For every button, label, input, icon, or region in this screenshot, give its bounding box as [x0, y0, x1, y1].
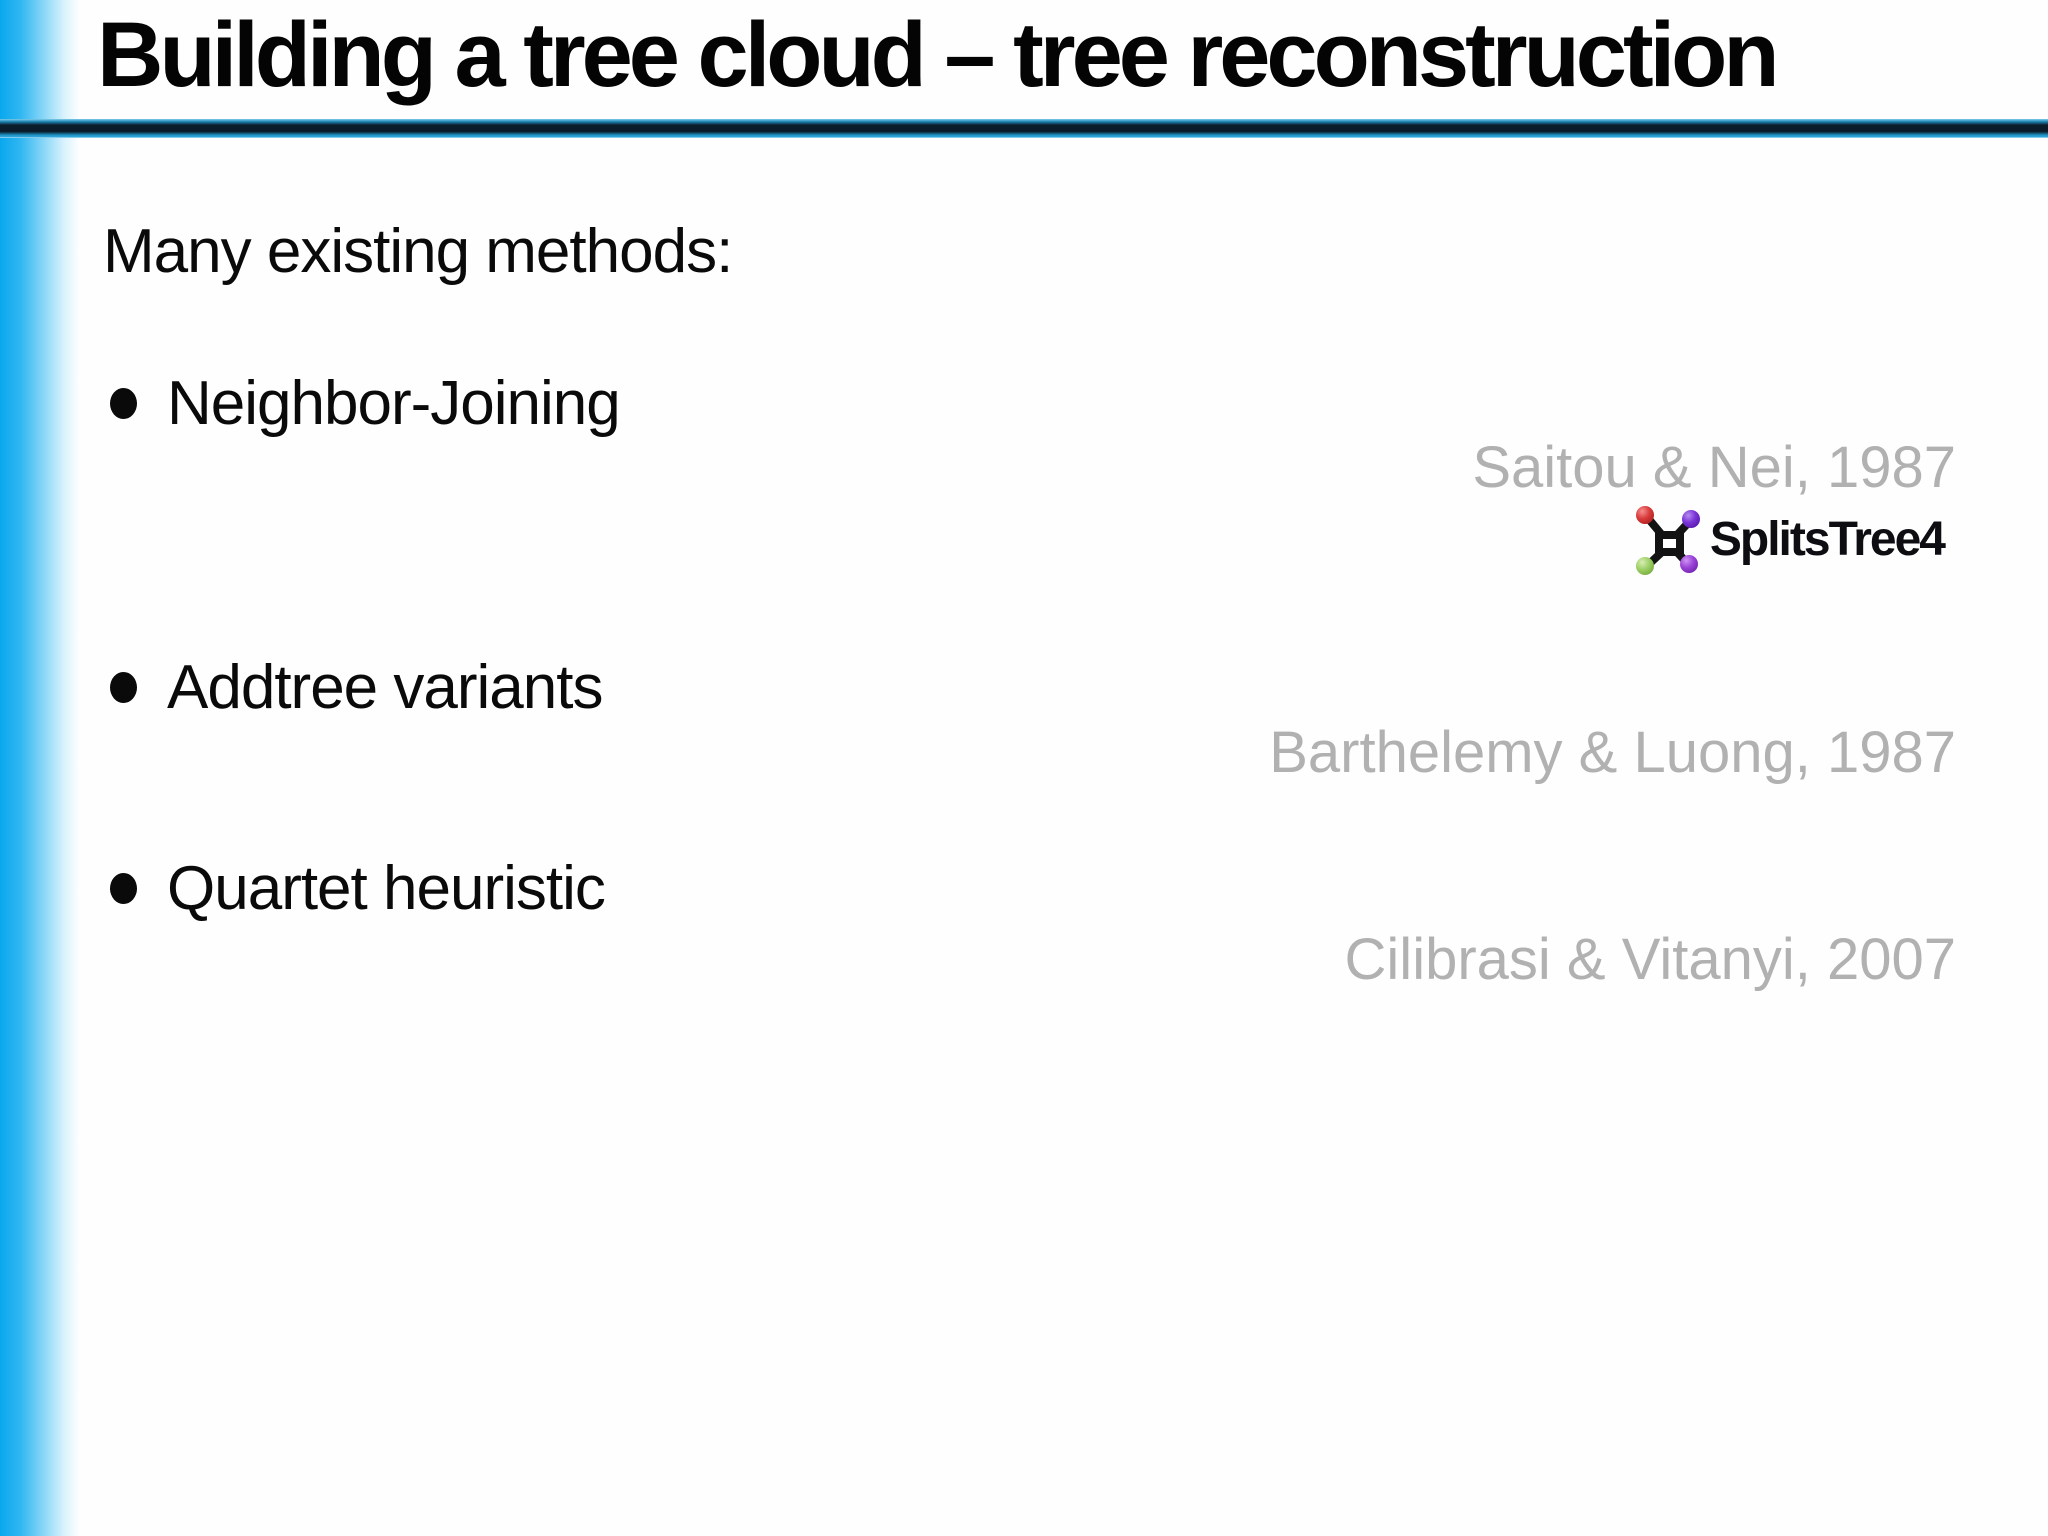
bullet-item-neighbor-joining: Neighbor-Joining: [110, 369, 621, 438]
ball-purple-top: [1681, 510, 1700, 528]
title-separator: [0, 119, 2048, 138]
bullet-icon: [110, 672, 137, 703]
ball-green: [1635, 557, 1654, 575]
splitstree-logo-label: SplitsTree4: [1709, 513, 1946, 566]
citation-saitou-nei: Saitou & Nei, 1987: [1472, 435, 1956, 500]
ball-purple-bottom: [1679, 555, 1698, 573]
bullet-item-addtree-variants: Addtree variants: [110, 653, 603, 722]
bullet-label: Quartet heuristic: [167, 854, 606, 923]
bullet-icon: [110, 388, 137, 419]
citation-cilibrasi-vitanyi: Cilibrasi & Vitanyi, 2007: [1344, 927, 1956, 992]
splitstree-graph-icon: [1635, 506, 1700, 575]
slide-title: Building a tree cloud – tree reconstruct…: [97, 4, 1780, 106]
bullet-label: Addtree variants: [167, 653, 603, 722]
left-accent-stripe: [0, 0, 80, 1536]
bullet-item-quartet-heuristic: Quartet heuristic: [110, 854, 606, 923]
ball-red: [1635, 506, 1654, 524]
splitstree-logo: SplitsTree4: [1632, 502, 1946, 578]
intro-text: Many existing methods:: [103, 217, 733, 286]
bullet-label: Neighbor-Joining: [167, 369, 621, 438]
citation-barthelemy-luong: Barthelemy & Luong, 1987: [1269, 720, 1956, 785]
bullet-icon: [110, 873, 137, 904]
